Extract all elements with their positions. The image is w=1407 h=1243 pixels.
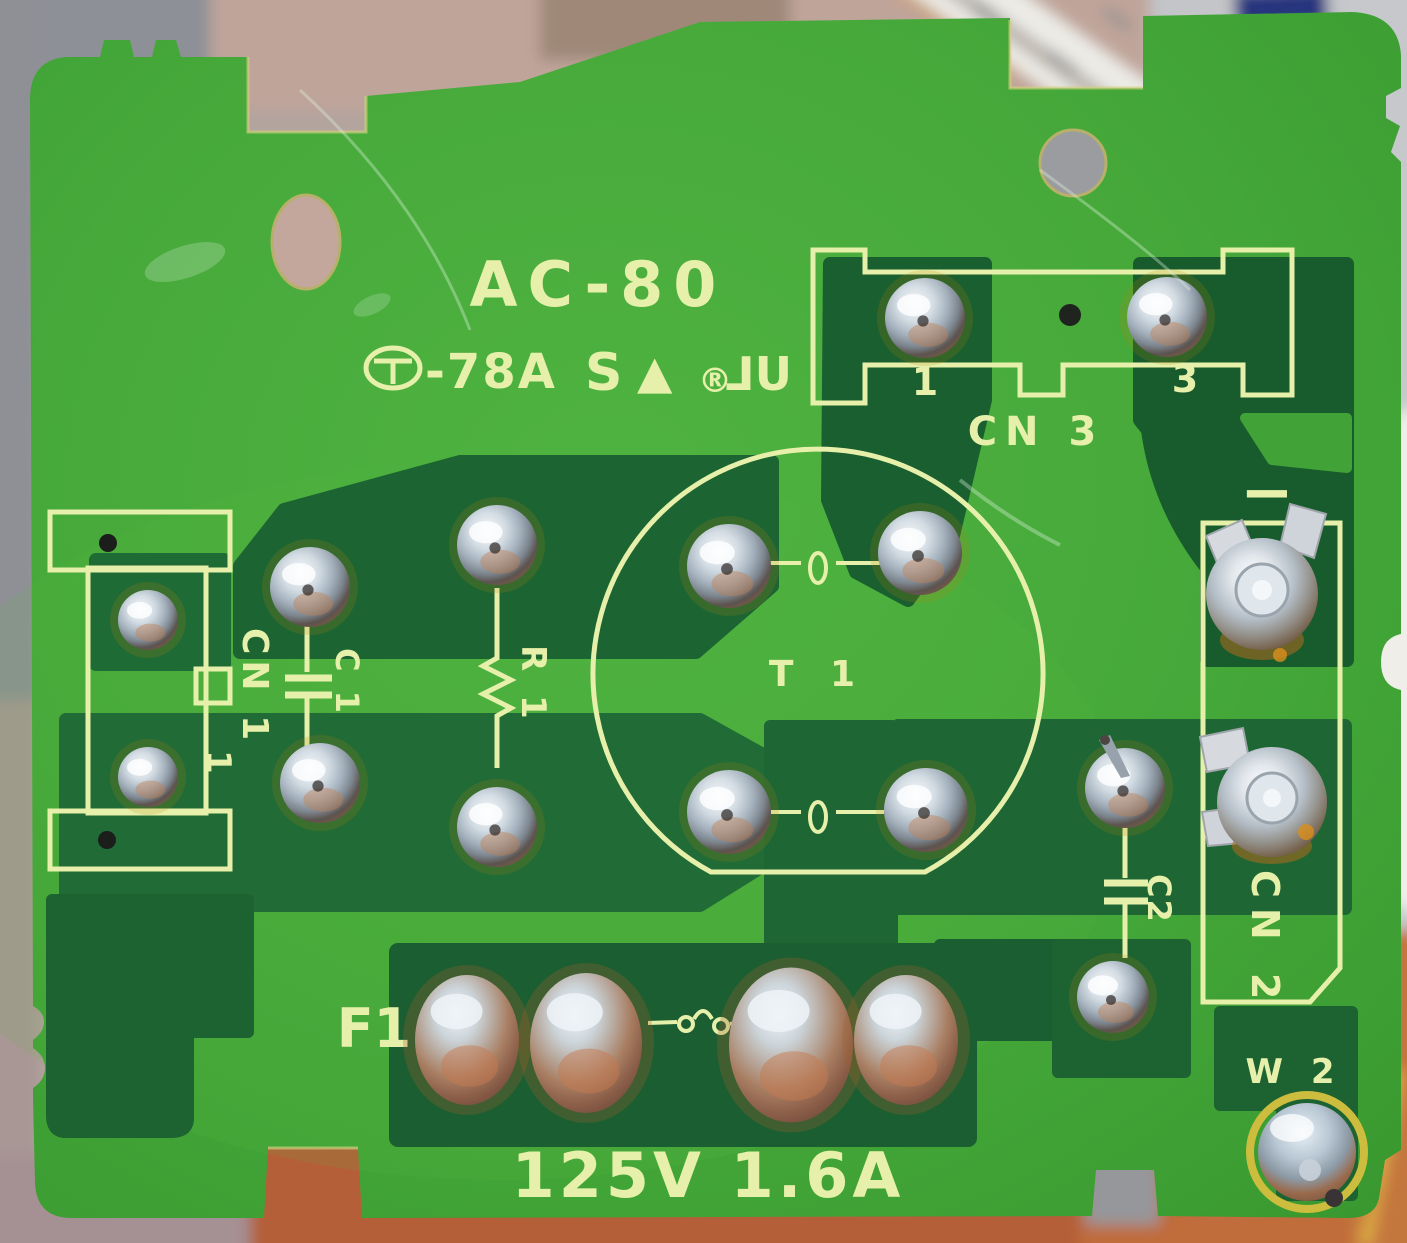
solder-joint	[877, 270, 973, 366]
r1-resistor-symbol	[477, 588, 517, 768]
w2-pin-tip	[1299, 1159, 1321, 1181]
flux-drip	[1298, 824, 1314, 840]
t1-transformer-outline	[590, 446, 1046, 875]
cn1-connector-outline	[47, 509, 233, 872]
solder-joint	[449, 779, 545, 875]
board-model-label: AC-80	[470, 248, 727, 321]
pour-lower-left-block	[46, 894, 254, 1138]
f1-label: F1	[337, 997, 411, 1060]
w2-highlight	[1270, 1114, 1314, 1142]
cn3-pin3-label: 3	[1172, 357, 1198, 401]
w2-label: W 2	[1246, 1052, 1343, 1092]
c2-capacitor-symbol	[1104, 826, 1148, 958]
c2-label: C2	[1140, 874, 1178, 924]
solder-joint	[1069, 953, 1157, 1041]
solder-joint	[262, 539, 358, 635]
solder-joint	[1077, 735, 1173, 836]
s-mark-label: S	[585, 343, 622, 403]
r1-label: R 1	[513, 645, 553, 725]
flux-drip	[1273, 648, 1287, 662]
solder-joint	[403, 965, 531, 1115]
solder-joint	[679, 762, 779, 862]
terminal-lower	[1198, 726, 1327, 864]
t1-label: T 1	[769, 654, 867, 695]
solder-joint	[272, 735, 368, 831]
pin-hole	[99, 534, 117, 552]
cn2-polarity-mark: −	[1240, 456, 1294, 530]
manufacturer-logo-icon	[363, 345, 423, 391]
pin-hole	[98, 831, 116, 849]
terminal-tab	[1278, 502, 1328, 560]
mounting-hole	[270, 193, 342, 291]
c1-label: C 1	[328, 648, 366, 717]
w2-pad-ring	[1246, 1091, 1368, 1213]
mounting-hole	[1038, 128, 1108, 198]
cable-print-mark	[1102, 7, 1133, 31]
cn3-connector-outline	[810, 247, 1295, 406]
registered-mark-icon: ®	[698, 361, 732, 401]
terminal-pin-tip	[1252, 580, 1272, 600]
cable-print-mark	[1045, 49, 1079, 75]
pour-t1-stem	[764, 720, 898, 964]
solder-joint	[842, 965, 970, 1115]
w2-solder-joint	[1246, 1091, 1368, 1213]
board-cut-edges	[246, 20, 1143, 1150]
board-holes	[98, 128, 1108, 849]
solder-joint	[870, 503, 970, 603]
pour-gap-light	[1240, 413, 1352, 473]
type-code-label: -78A	[425, 344, 557, 400]
solder-joints	[110, 269, 1215, 1133]
pin-hole	[1059, 304, 1081, 326]
solder-joint	[717, 957, 865, 1133]
solder-speck	[1325, 1189, 1343, 1207]
solder-joint	[1119, 269, 1215, 365]
solder-joint	[110, 739, 186, 815]
cn1-pin1-label: 1	[198, 750, 238, 774]
cn1-label: CN 1	[234, 628, 275, 746]
silkscreen-layer: AC-80 -78A S ▲ ® UL 1 3 CN 3 T 1 CN 1 1 …	[47, 247, 1343, 1212]
terminal-pin-tip	[1263, 789, 1281, 807]
triangle-mark-icon: ▲	[637, 345, 673, 399]
solder-joint	[110, 582, 186, 658]
solder-joint	[876, 760, 976, 860]
ul-mark-mirrored: UL	[725, 347, 792, 401]
fuse-rating-label: 125V 1.6A	[512, 1139, 905, 1212]
surface-scratches	[144, 88, 1192, 547]
terminal-upper	[1204, 502, 1328, 662]
solder-joint	[449, 497, 545, 593]
cn3-pin1-label: 1	[912, 360, 938, 404]
w2-solder-dome	[1258, 1103, 1356, 1201]
cn3-label: CN 3	[968, 409, 1105, 455]
solder-joint	[679, 516, 779, 616]
cn2-label: CN 2	[1243, 870, 1287, 1009]
solder-joint	[518, 963, 654, 1123]
